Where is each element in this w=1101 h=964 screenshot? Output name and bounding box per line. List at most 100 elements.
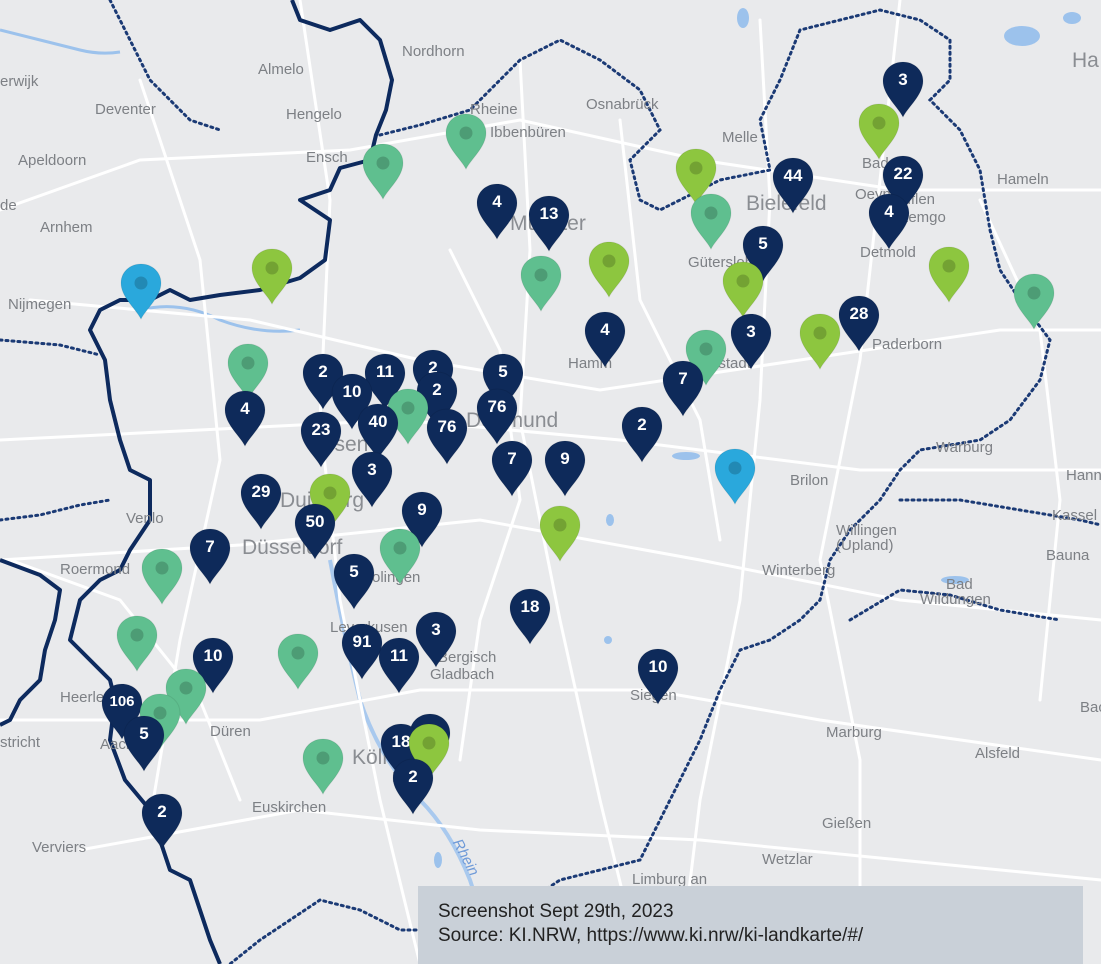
- cluster-marker[interactable]: 7: [491, 440, 533, 497]
- cluster-marker[interactable]: 106: [101, 683, 143, 740]
- place-label: (Upland): [836, 537, 894, 554]
- map-pin-teal[interactable]: [116, 615, 158, 672]
- cluster-marker[interactable]: 3: [415, 611, 457, 668]
- cluster-marker[interactable]: 5: [742, 225, 784, 282]
- pin-icon: [1013, 273, 1055, 330]
- pin-icon: [722, 261, 764, 318]
- cluster-marker[interactable]: 2: [392, 758, 434, 815]
- map-pin-teal[interactable]: [445, 113, 487, 170]
- pin-icon: [662, 360, 704, 417]
- cluster-count: 2: [428, 358, 438, 377]
- cluster-marker[interactable]: 4: [224, 390, 266, 447]
- pin-icon: [868, 193, 910, 250]
- cluster-marker[interactable]: 5: [333, 553, 375, 610]
- cluster-marker[interactable]: 4: [584, 311, 626, 368]
- pin-icon: [378, 637, 420, 694]
- map-pin-teal[interactable]: [1013, 273, 1055, 330]
- pin-icon: [772, 157, 814, 214]
- cluster-count: 9: [560, 449, 570, 468]
- map-pin-teal[interactable]: [141, 548, 183, 605]
- map-pin-teal[interactable]: [165, 668, 207, 725]
- cluster-marker[interactable]: 3: [882, 61, 924, 118]
- pin-icon: [685, 329, 727, 386]
- cluster-marker[interactable]: 50: [294, 503, 336, 560]
- cluster-marker[interactable]: 3: [730, 313, 772, 370]
- cluster-marker[interactable]: 7: [189, 528, 231, 585]
- pin-icon: [277, 633, 319, 690]
- cluster-marker[interactable]: 3: [351, 451, 393, 508]
- cluster-marker[interactable]: 28: [838, 295, 880, 352]
- cluster-marker[interactable]: 23: [300, 411, 342, 468]
- cluster-marker[interactable]: 10: [331, 373, 373, 430]
- cluster-marker[interactable]: 44: [772, 157, 814, 214]
- cluster-count: 18: [520, 597, 540, 616]
- cluster-marker[interactable]: 9: [544, 440, 586, 497]
- cluster-marker[interactable]: 29: [240, 473, 282, 530]
- cluster-marker[interactable]: 2: [141, 793, 183, 850]
- map-pin-light-green[interactable]: [251, 248, 293, 305]
- place-label: Roermond: [60, 561, 131, 578]
- map-pin-teal[interactable]: [362, 143, 404, 200]
- cluster-count: 2: [637, 415, 647, 434]
- cluster-marker[interactable]: 10: [192, 637, 234, 694]
- map-pin-teal[interactable]: [277, 633, 319, 690]
- cluster-marker[interactable]: 10: [637, 648, 679, 705]
- cluster-count: 23: [311, 420, 331, 439]
- pin-icon: [341, 623, 383, 680]
- place-label: Hann: [1066, 467, 1101, 484]
- cluster-count: 3: [746, 322, 756, 341]
- cluster-marker[interactable]: 18: [509, 588, 551, 645]
- pin-icon: [799, 313, 841, 370]
- map-pin-teal[interactable]: [227, 343, 269, 400]
- map-pin-light-green[interactable]: [588, 241, 630, 298]
- map-pin-light-green[interactable]: [799, 313, 841, 370]
- pin-icon: [544, 440, 586, 497]
- cluster-marker[interactable]: 7: [662, 360, 704, 417]
- cluster-count: 10: [342, 382, 362, 401]
- map-pin-light-green[interactable]: [858, 103, 900, 160]
- pin-icon: [123, 715, 165, 772]
- place-label: Gladbach: [430, 666, 495, 683]
- cluster-marker[interactable]: 76: [476, 388, 518, 445]
- cluster-count: 5: [758, 234, 768, 253]
- cluster-marker[interactable]: 40: [357, 403, 399, 460]
- pin-icon: [141, 548, 183, 605]
- cluster-marker[interactable]: 22: [882, 155, 924, 212]
- cluster-marker[interactable]: 76: [426, 408, 468, 465]
- map-pin-blue[interactable]: [120, 263, 162, 320]
- map-pin-light-green[interactable]: [722, 261, 764, 318]
- cluster-marker[interactable]: 5: [482, 353, 524, 410]
- cluster-marker[interactable]: 9: [401, 491, 443, 548]
- place-label: Ibbenbüren: [490, 124, 566, 141]
- map-pin-light-green[interactable]: [928, 246, 970, 303]
- cluster-marker[interactable]: 11: [378, 637, 420, 694]
- place-label: Melle: [722, 129, 758, 146]
- pin-icon: [192, 637, 234, 694]
- map-pin-teal[interactable]: [379, 528, 421, 585]
- map-pin-blue[interactable]: [714, 448, 756, 505]
- cluster-count: 2: [432, 380, 442, 399]
- map-pin-light-green[interactable]: [408, 723, 450, 780]
- map-pin-light-green[interactable]: [675, 148, 717, 205]
- pin-icon: [240, 473, 282, 530]
- cluster-marker[interactable]: 91: [341, 623, 383, 680]
- map-pin-light-green[interactable]: [539, 505, 581, 562]
- cluster-marker[interactable]: 2: [621, 406, 663, 463]
- map-pin-teal[interactable]: [520, 255, 562, 312]
- map-pin-teal[interactable]: [387, 388, 429, 445]
- place-label: Apeldoorn: [18, 152, 87, 169]
- cluster-marker[interactable]: 5: [123, 715, 165, 772]
- pin-icon: [742, 225, 784, 282]
- map-pin-teal[interactable]: [302, 738, 344, 795]
- cluster-marker[interactable]: 4: [476, 183, 518, 240]
- cluster-marker[interactable]: 4: [868, 193, 910, 250]
- caption-date: Screenshot Sept 29th, 2023: [438, 901, 674, 922]
- cluster-count: 10: [648, 657, 668, 676]
- map-pin-teal[interactable]: [685, 329, 727, 386]
- map-pin-teal[interactable]: [690, 193, 732, 250]
- cluster-marker[interactable]: 13: [528, 195, 570, 252]
- cluster-marker[interactable]: 11: [364, 353, 406, 410]
- place-label: Paderborn: [872, 336, 943, 353]
- place-label: Bad: [862, 155, 889, 172]
